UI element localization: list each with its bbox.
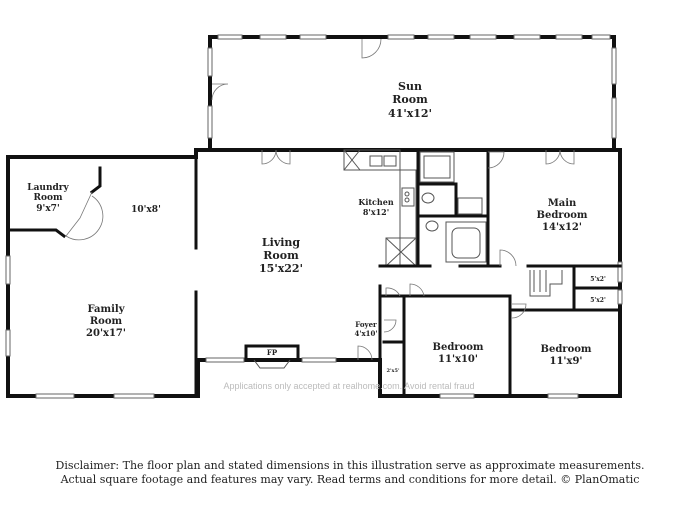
bedroom-2-name: Bedroom xyxy=(541,344,592,355)
sink-icon xyxy=(457,197,483,215)
laundry-door xyxy=(65,191,104,241)
area-10x8-dimensions: 10'x8' xyxy=(131,205,161,215)
watermark-text: Applications only accepted at realhome.c… xyxy=(224,381,475,391)
toilet-icon xyxy=(425,220,439,232)
sun-room-dimensions: 41'x12' xyxy=(388,107,432,120)
toilet-icon xyxy=(421,192,435,204)
main-bedroom-name-2: Bedroom xyxy=(537,210,588,221)
disclaimer-line-2: Actual square footage and features may v… xyxy=(60,473,640,486)
sun-room-window xyxy=(259,34,287,40)
fireplace-label: FP xyxy=(267,348,278,357)
laundry-name-1: Laundry xyxy=(27,183,69,193)
bedroom-2-dimensions: 11'x9' xyxy=(550,356,583,367)
living-room-name-2: Room xyxy=(263,249,299,262)
sun-room-door xyxy=(361,38,382,59)
kitchen-name: Kitchen xyxy=(358,197,393,207)
family-room: Laundry Room 9'x7' 10'x8' Family Room 20… xyxy=(6,155,198,398)
family-room-name-1: Family xyxy=(87,304,125,315)
bathtub-icon xyxy=(445,221,487,263)
closet-dimensions: 5'x2' xyxy=(590,297,606,304)
sun-room-window xyxy=(555,34,583,40)
family-room-dimensions: 20'x17' xyxy=(86,328,126,339)
family-room-window xyxy=(113,393,155,399)
sun-room-side-door xyxy=(211,83,229,101)
sun-room-window xyxy=(207,105,213,139)
sun-room-window xyxy=(299,34,327,40)
sun-room-window xyxy=(591,34,611,40)
family-room-window xyxy=(35,393,75,399)
family-room-window xyxy=(5,329,11,357)
bedroom-window xyxy=(439,393,475,399)
bedroom-1-dimensions: 11'x10' xyxy=(438,354,478,365)
closet-dimensions: 5'x2' xyxy=(590,276,606,283)
bath-door xyxy=(499,249,517,267)
main-bedroom-window xyxy=(617,261,623,283)
kitchen: Kitchen 8'x12' xyxy=(343,148,432,268)
bedroom-door xyxy=(511,303,527,319)
main-bedroom-french-door xyxy=(545,149,575,165)
kitchen-dimensions: 8'x12' xyxy=(363,207,389,217)
family-room-window xyxy=(5,255,11,285)
foyer-closet-door xyxy=(383,319,397,333)
living-room-french-door xyxy=(261,149,291,165)
foyer-entry-door xyxy=(357,345,373,361)
main-bedroom-window xyxy=(617,289,623,305)
laundry-name-2: Room xyxy=(33,193,62,203)
bedrooms: Bedroom 11'x10' Bedroom 11'x9' xyxy=(402,283,592,398)
living-room-window xyxy=(301,357,337,363)
foyer: Foyer 4'x10' 2'x5' xyxy=(354,284,406,398)
laundry-dimensions: 9'x7' xyxy=(36,204,59,214)
main-bedroom-name-1: Main xyxy=(548,198,577,209)
living-room-window xyxy=(205,357,245,363)
main-bedroom-dimensions: 14'x12' xyxy=(542,222,582,233)
disclaimer-line-1: Disclaimer: The floor plan and stated di… xyxy=(55,459,645,472)
main-bedroom: Main Bedroom 14'x12' 5'x2' 5'x2' xyxy=(508,149,622,312)
sun-room-window xyxy=(513,34,541,40)
bedroom-window xyxy=(547,393,579,399)
fireplace: FP xyxy=(244,344,300,369)
sun-room-name-1: Sun xyxy=(398,80,422,93)
sun-room-window xyxy=(387,34,415,40)
foyer-name: Foyer xyxy=(355,320,377,329)
bedroom-1-name: Bedroom xyxy=(433,342,484,353)
bath-door xyxy=(487,151,505,169)
hall-closet-door xyxy=(385,287,401,297)
sun-room-window xyxy=(611,97,617,139)
sun-room: Sun Room 41'x12' xyxy=(207,34,617,150)
sun-room-window xyxy=(217,34,243,40)
closet-dimensions: 2'x5' xyxy=(386,368,399,374)
bedroom-door xyxy=(409,283,425,297)
sun-room-window xyxy=(427,34,455,40)
sun-room-window xyxy=(611,47,617,85)
sun-room-window xyxy=(207,47,213,77)
living-room: Living Room 15'x22' xyxy=(259,149,303,275)
foyer-dimensions: 4'x10' xyxy=(354,329,377,338)
sun-room-name-2: Room xyxy=(392,93,428,106)
living-room-dimensions: 15'x22' xyxy=(259,262,303,275)
bathrooms xyxy=(416,148,517,268)
family-room-name-2: Room xyxy=(90,316,123,327)
sun-room-window xyxy=(469,34,497,40)
living-room-name-1: Living xyxy=(262,236,300,249)
